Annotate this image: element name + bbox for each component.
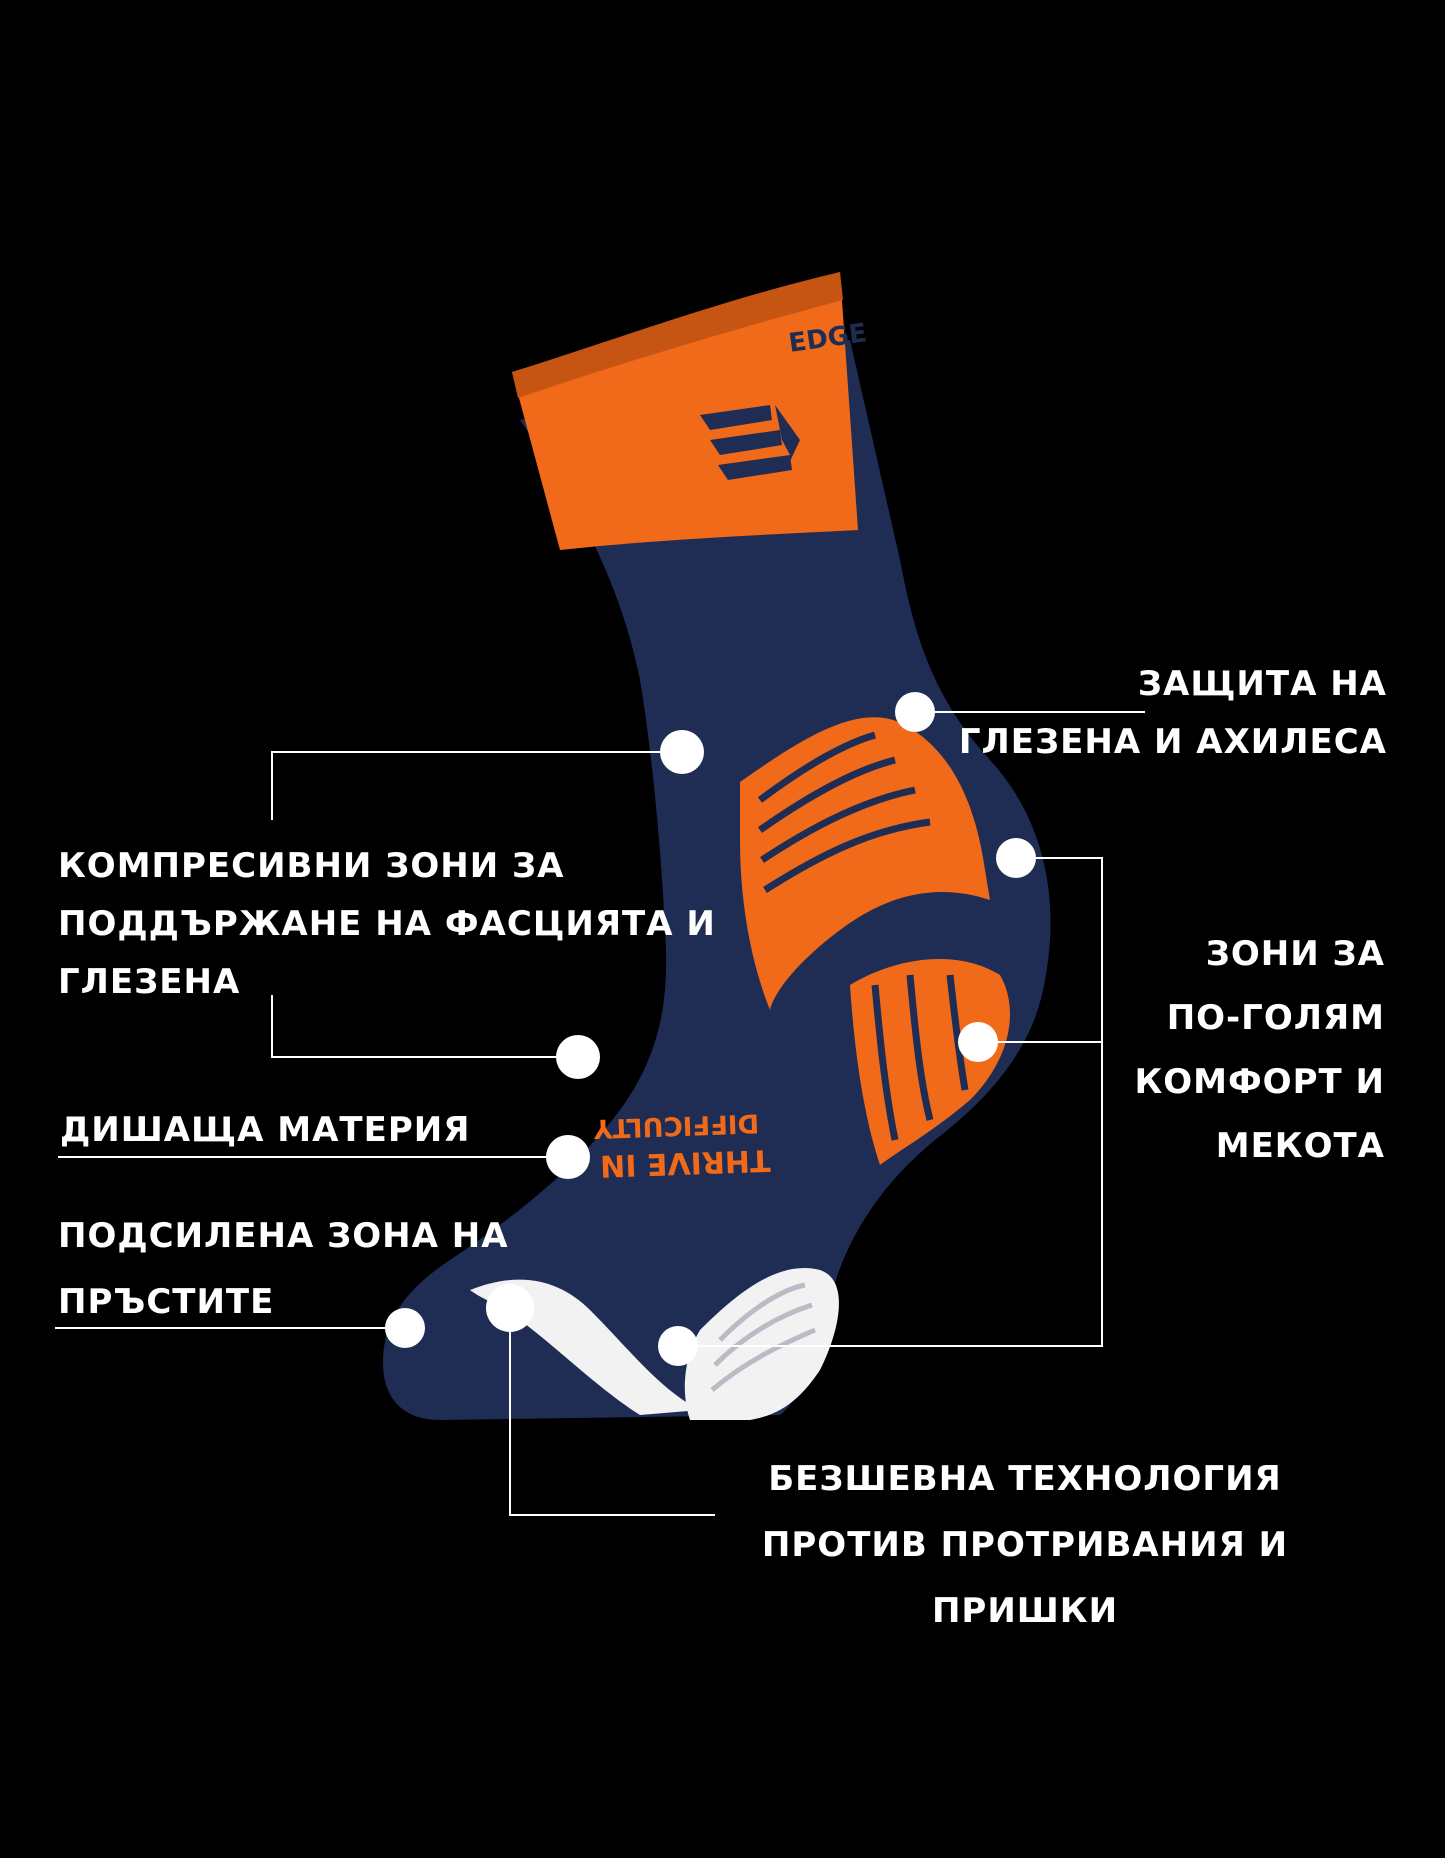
dot-toe <box>385 1308 425 1348</box>
callout-lines <box>55 711 1145 1516</box>
label-ankle-achilles-line-1: ЗАЩИТА НА <box>1137 664 1387 704</box>
line-comfort-top <box>678 857 1103 1347</box>
label-comfort-line-2: ПО-ГОЛЯМ <box>1166 998 1385 1038</box>
heel-panel-stripes <box>871 974 969 1141</box>
dot-seamless <box>486 1284 534 1332</box>
sock-cuff <box>512 272 858 550</box>
label-toe-line-2: ПРЪСТИТЕ <box>58 1282 275 1322</box>
dot-heel <box>996 838 1036 878</box>
dot-comfort <box>958 1022 998 1062</box>
label-breathable: ДИШАЩА МАТЕРИЯ <box>60 1101 470 1159</box>
cuff-logo-icon <box>700 405 800 480</box>
label-compression-line-3: ГЛЕЗЕНА <box>58 962 241 1002</box>
dot-breathable <box>546 1135 590 1179</box>
line-compression-lower <box>271 995 578 1058</box>
slogan-line-2: DIFFICULTY <box>592 1107 760 1143</box>
label-comfort-line-4: МЕКОТА <box>1215 1126 1385 1166</box>
label-seamless-line-3: ПРИШКИ <box>931 1591 1119 1631</box>
label-seamless-line-2: ПРОТИВ ПРОТРИВАНИЯ И <box>761 1525 1289 1565</box>
label-toe-line-1: ПОДСИЛЕНА ЗОНА НА <box>58 1216 509 1256</box>
label-breathable-line-1: ДИШАЩА МАТЕРИЯ <box>60 1110 471 1150</box>
line-compression <box>271 751 682 820</box>
line-seamless <box>509 1320 715 1516</box>
sock-opening <box>512 272 843 398</box>
label-toe: ПОДСИЛЕНА ЗОНА НА ПРЪСТИТЕ <box>58 1203 509 1335</box>
arch-panel-stripes <box>710 1282 816 1392</box>
label-ankle-achilles: ЗАЩИТА НА ГЛЕЗЕНА И АХИЛЕСА <box>959 655 1387 771</box>
label-compression-line-1: КОМПРЕСИВНИ ЗОНИ ЗА <box>58 846 565 886</box>
label-compression-line-2: ПОДДЪРЖАНЕ НА ФАСЦИЯТА И <box>58 904 716 944</box>
label-compression: КОМПРЕСИВНИ ЗОНИ ЗА ПОДДЪРЖАНЕ НА ФАСЦИЯ… <box>58 837 716 1011</box>
ankle-panel-stripes <box>757 731 931 893</box>
dot-ankle-achilles <box>895 692 935 732</box>
label-ankle-achilles-line-2: ГЛЕЗЕНА И АХИЛЕСА <box>958 722 1387 762</box>
dot-compression-lower <box>556 1035 600 1079</box>
dot-arch <box>658 1326 698 1366</box>
sock-slogan: THRIVE IN DIFFICULTY <box>592 1107 771 1183</box>
callout-dots <box>385 692 1036 1366</box>
slogan-line-1: THRIVE IN <box>600 1142 771 1183</box>
label-seamless: БЕЗШЕВНА ТЕХНОЛОГИЯ ПРОТИВ ПРОТРИВАНИЯ И… <box>735 1446 1315 1644</box>
label-comfort: ЗОНИ ЗА ПО-ГОЛЯМ КОМФОРТ И МЕКОТА <box>1134 922 1385 1178</box>
ankle-panel <box>740 717 990 1010</box>
label-seamless-line-1: БЕЗШЕВНА ТЕХНОЛОГИЯ <box>768 1459 1282 1499</box>
label-comfort-line-1: ЗОНИ ЗА <box>1205 934 1385 974</box>
dot-compression <box>660 730 704 774</box>
label-comfort-line-3: КОМФОРТ И <box>1134 1062 1385 1102</box>
